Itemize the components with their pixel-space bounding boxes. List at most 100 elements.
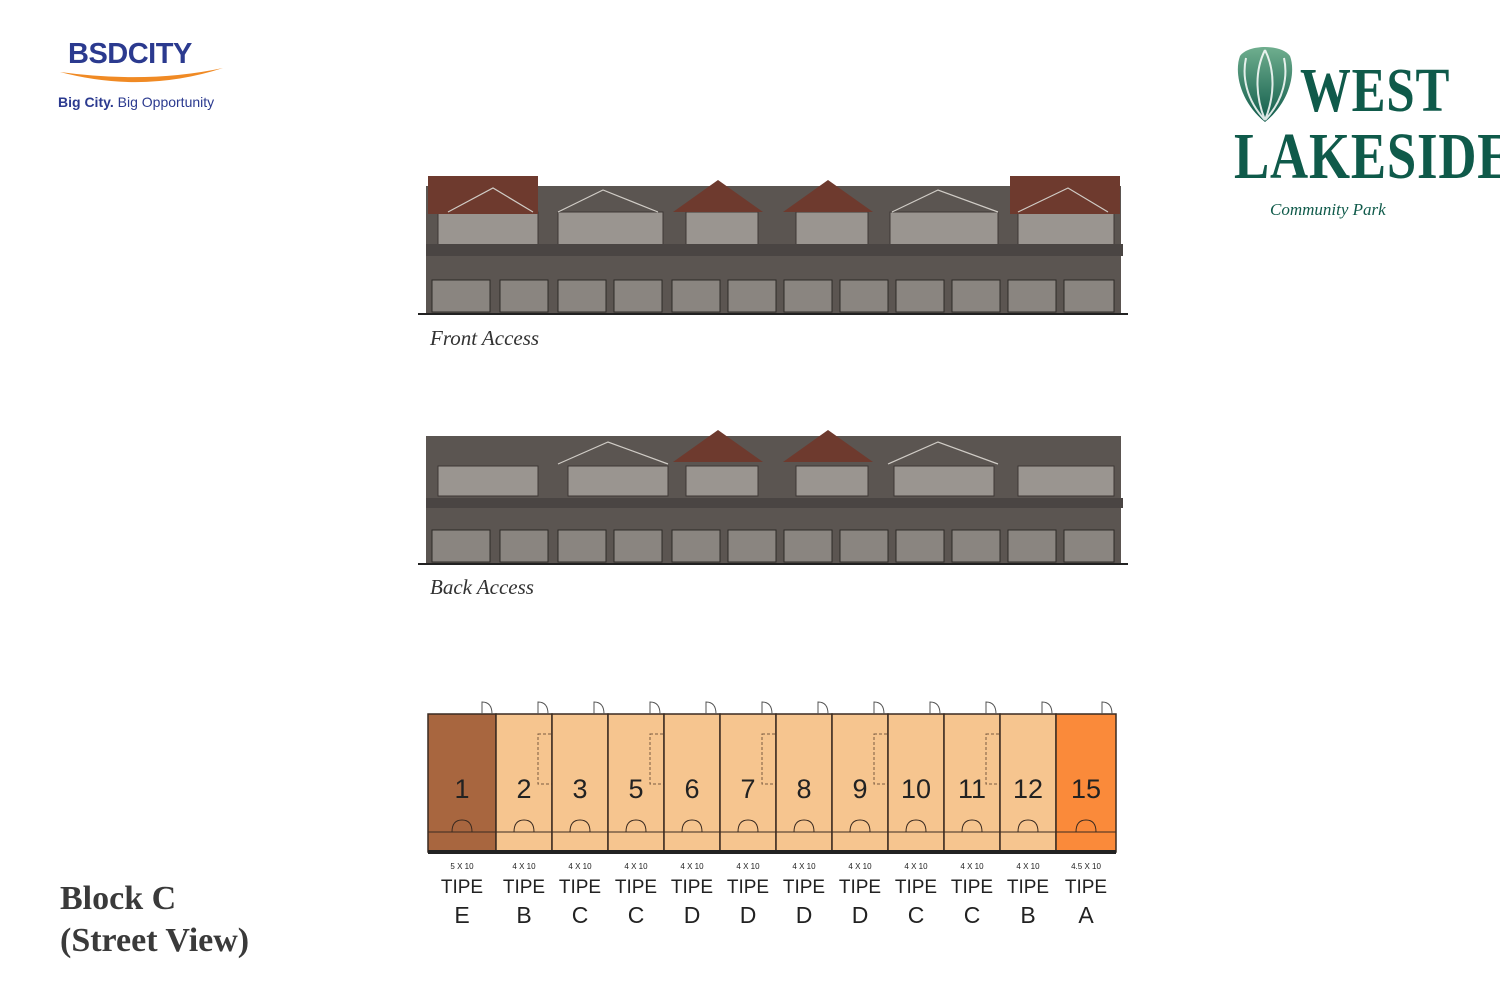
door-icon: [681, 819, 703, 833]
unit-number: 1: [454, 774, 469, 804]
unit-size: 5 X 10: [450, 862, 474, 871]
back-door-icon: [1041, 701, 1053, 715]
unit-type-letter: D: [795, 902, 813, 928]
unit-size: 4 X 10: [512, 862, 536, 871]
unit-size: 4.5 X 10: [1071, 862, 1101, 871]
unit-size: 4 X 10: [624, 862, 648, 871]
block-title-line1: Block C: [60, 880, 177, 917]
unit-tipe: TIPE: [614, 877, 658, 898]
unit-type-letter: B: [516, 902, 532, 928]
unit-type-label: 4 X 10 TIPE C: [944, 862, 1000, 930]
door-icon: [451, 819, 473, 833]
back-door-icon: [817, 701, 829, 715]
unit-type-letter: C: [907, 902, 925, 928]
tagline-bold: Big City.: [58, 94, 114, 110]
unit-number: 6: [684, 774, 699, 804]
door-icon: [1017, 819, 1039, 833]
unit-size: 4 X 10: [736, 862, 760, 871]
unit-3: [551, 713, 609, 853]
unit-size: 4 X 10: [904, 862, 928, 871]
back-door-icon: [537, 701, 549, 715]
leaf-emblem-icon: [1237, 47, 1293, 122]
unit-7: [719, 713, 777, 853]
unit-type-label: 4 X 10 TIPE C: [608, 862, 664, 930]
back-door-icon: [593, 701, 605, 715]
back-access-elevation: [418, 430, 1128, 565]
unit-8: [775, 713, 833, 853]
unit-tipe: TIPE: [1006, 877, 1050, 898]
unit-size: 4 X 10: [792, 862, 816, 871]
unit-type-labels: 5 X 10 TIPE E 4 X 10 TIPE B 4 X 10 TIPE C 4 X 10 T…: [0, 862, 1500, 942]
bsd-tagline: Big City. Big Opportunity: [58, 94, 214, 110]
back-door-icon: [649, 701, 661, 715]
unit-tipe: TIPE: [894, 877, 938, 898]
door-icon: [737, 819, 759, 833]
unit-type-label: 4 X 10 TIPE C: [888, 862, 944, 930]
back-door-icon: [985, 701, 997, 715]
logo-subtitle: Community Park: [1270, 200, 1386, 219]
back-door-icon: [481, 701, 493, 715]
door-icon: [569, 819, 591, 833]
unit-number: 5: [628, 774, 643, 804]
unit-type-letter: A: [1078, 902, 1094, 928]
unit-tipe: TIPE: [558, 877, 602, 898]
unit-number: 2: [516, 774, 531, 804]
unit-type-label: 4 X 10 TIPE D: [776, 862, 832, 930]
unit-tipe: TIPE: [440, 877, 484, 898]
unit-tipe: TIPE: [838, 877, 882, 898]
unit-size: 4 X 10: [1016, 862, 1040, 871]
unit-type-label: 4 X 10 TIPE B: [496, 862, 552, 930]
unit-type-letter: C: [627, 902, 645, 928]
unit-type-letter: C: [571, 902, 589, 928]
unit-6: [663, 713, 721, 853]
front-access-label: Front Access: [430, 326, 540, 350]
unit-tipe: TIPE: [1064, 877, 1108, 898]
unit-type-letter: E: [454, 902, 470, 928]
unit-tipe: TIPE: [502, 877, 546, 898]
frontage-band: [428, 850, 1116, 854]
back-door-icon: [1101, 701, 1113, 715]
door-icon: [625, 819, 647, 833]
door-icon: [793, 819, 815, 833]
back-door-icon: [873, 701, 885, 715]
unit-size: 4 X 10: [568, 862, 592, 871]
back-door-icon: [705, 701, 717, 715]
logo-word-lakeside: LAKESIDE: [1234, 120, 1500, 193]
door-icon: [1075, 819, 1097, 833]
unit-number: 12: [1013, 774, 1043, 804]
unit-tipe: TIPE: [726, 877, 770, 898]
unit-size: 4 X 10: [960, 862, 984, 871]
unit-number: 3: [572, 774, 587, 804]
unit-type-label: 4 X 10 TIPE B: [1000, 862, 1056, 930]
unit-type-label: 4 X 10 TIPE D: [720, 862, 776, 930]
unit-number: 11: [958, 774, 986, 804]
unit-type-letter: D: [739, 902, 757, 928]
block-title: Block C (Street View): [60, 878, 249, 962]
swoosh-icon: [60, 68, 223, 83]
unit-number: 8: [796, 774, 811, 804]
unit-tipe: TIPE: [670, 877, 714, 898]
unit-size: 4 X 10: [680, 862, 704, 871]
unit-type-label: 4.5 X 10 TIPE A: [1058, 862, 1114, 930]
unit-type-label: 5 X 10 TIPE E: [434, 862, 490, 930]
logo-word-west: WEST: [1300, 57, 1451, 125]
unit-tipe: TIPE: [782, 877, 826, 898]
unit-number: 7: [740, 774, 755, 804]
unit-number: 9: [852, 774, 867, 804]
unit-type-letter: B: [1020, 902, 1036, 928]
unit-size: 4 X 10: [848, 862, 872, 871]
tagline-rest: Big Opportunity: [113, 94, 215, 110]
door-icon: [849, 819, 871, 833]
unit-number: 10: [901, 774, 931, 804]
unit-number: 15: [1071, 774, 1101, 804]
back-door-icon: [929, 701, 941, 715]
unit-tipe: TIPE: [950, 877, 994, 898]
unit-type-letter: D: [851, 902, 869, 928]
door-icon: [905, 819, 927, 833]
unit-type-letter: C: [963, 902, 981, 928]
west-lakeside-logo: WEST LAKESIDE Community Park: [1228, 40, 1500, 230]
front-access-elevation: [418, 176, 1128, 315]
unit-12: [999, 713, 1057, 853]
